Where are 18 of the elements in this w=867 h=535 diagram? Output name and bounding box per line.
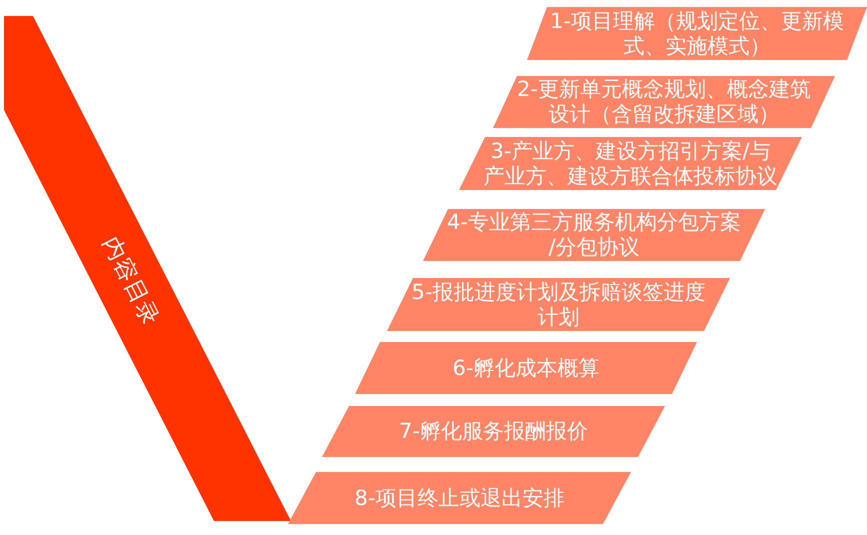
parallelogram-band (322, 406, 665, 457)
item-title: 5-报批进度计划及拆赔谈签进度计划 (410, 280, 706, 330)
item-title: 6-孵化成本概算 (452, 356, 600, 380)
parallelogram-band (459, 137, 802, 190)
item-title: 1-项目理解（规划定位、更新模式、实施模式） (549, 8, 845, 58)
parallelogram-band (355, 342, 697, 394)
item-title: 3-产业方、建设方招引方案/与产业方、建设方联合体投标协议 (482, 138, 778, 188)
item-title: 2-更新单元概念规划、概念建筑设计（含留改拆建区域） (516, 77, 812, 127)
parallelogram-band (527, 7, 867, 60)
item-title: 4-专业第三方服务机构分包方案/分包协议 (446, 210, 742, 260)
parallelogram-band (423, 209, 765, 261)
item-title: 7-孵化服务报酬报价 (398, 419, 589, 444)
band-title: 内容目录 (96, 232, 165, 331)
parallelogram-band (493, 76, 835, 128)
parallelogram-band (387, 278, 730, 331)
item-title: 8-项目终止或退出安排 (354, 486, 566, 510)
parallelogram-band (288, 472, 631, 524)
contents-band (4, 16, 291, 521)
